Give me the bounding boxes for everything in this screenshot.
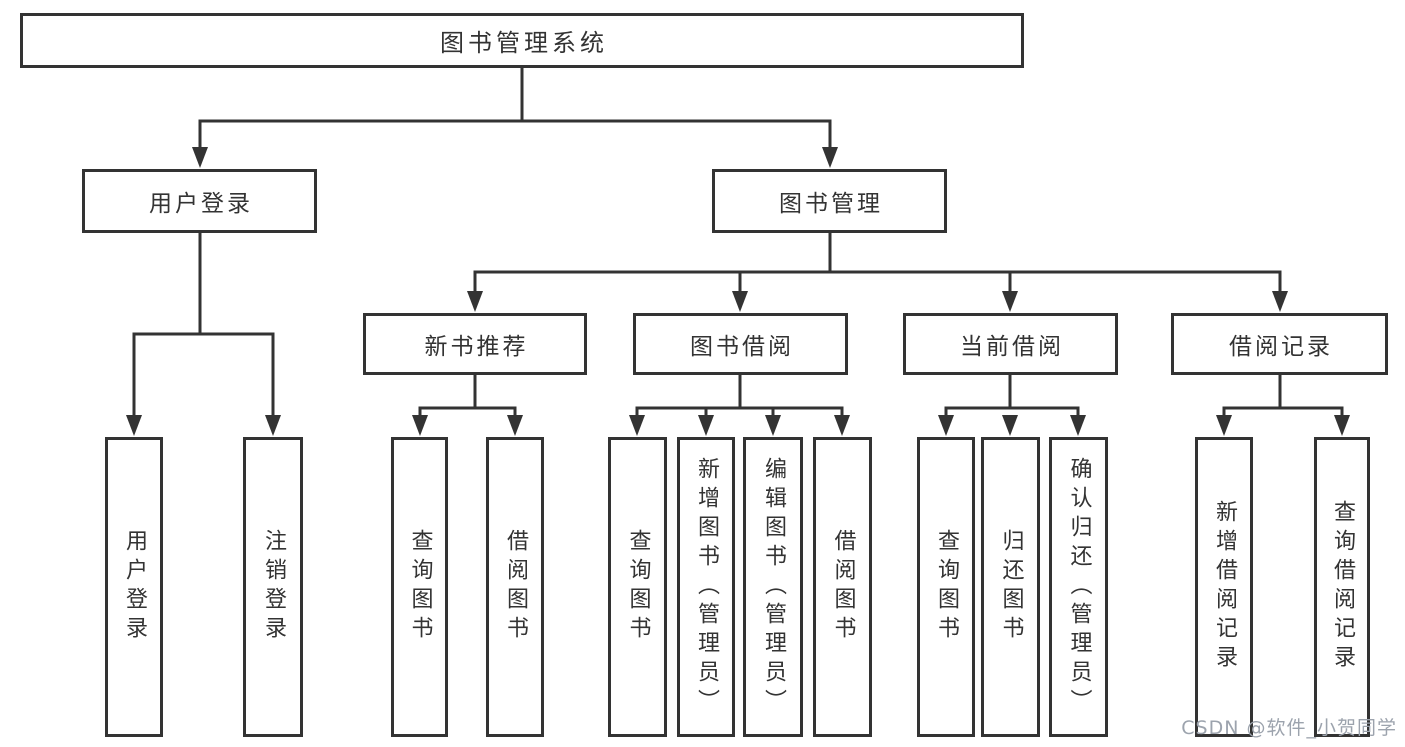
node-leaf-records-add-record: 新增借阅记录: [1195, 437, 1253, 737]
connector-user-login-branch: [126, 231, 281, 436]
node-leaf-current-query-books: 查询图书: [917, 437, 975, 737]
node-leaf-borrow-query-books: 查询图书: [608, 437, 667, 737]
connector-new-book-recommend-branch: [412, 373, 523, 436]
node-leaf-logout: 注销登录: [243, 437, 303, 737]
node-book-borrow: 图书借阅: [633, 313, 848, 375]
node-leaf-user-login: 用户登录: [105, 437, 163, 737]
node-book-management: 图书管理: [712, 169, 947, 233]
node-user-login: 用户登录: [82, 169, 317, 233]
connector-book-management-branch: [467, 231, 1288, 312]
node-leaf-records-query-record: 查询借阅记录: [1314, 437, 1370, 737]
node-leaf-current-confirm-return: 确认归还（管理员）: [1049, 437, 1108, 737]
connector-current-borrow-branch: [938, 373, 1086, 436]
node-leaf-borrow-borrow-books: 借阅图书: [813, 437, 872, 737]
node-leaf-borrow-edit-books: 编辑图书（管理员）: [743, 437, 803, 737]
connector-borrow-records-branch: [1216, 373, 1350, 436]
csdn-watermark: CSDN @软件_小贺同学: [1181, 717, 1397, 739]
node-borrow-records: 借阅记录: [1171, 313, 1388, 375]
connector-root-branch: [192, 66, 838, 168]
node-leaf-current-return-books: 归还图书: [981, 437, 1040, 737]
node-new-book-recommend: 新书推荐: [363, 313, 587, 375]
connector-book-borrow-branch: [629, 373, 850, 436]
node-leaf-borrow-add-books: 新增图书（管理员）: [677, 437, 735, 737]
node-leaf-recommend-borrow-books: 借阅图书: [486, 437, 544, 737]
node-library-management-system: 图书管理系统: [20, 13, 1024, 68]
node-current-borrow: 当前借阅: [903, 313, 1118, 375]
node-leaf-recommend-query-books: 查询图书: [391, 437, 448, 737]
